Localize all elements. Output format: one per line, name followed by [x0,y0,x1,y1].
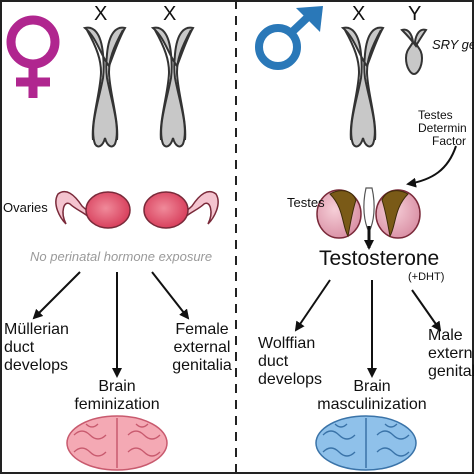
ovaries-label: Ovaries [3,200,48,215]
sry-gene-label: SRY ge [432,37,474,52]
chromosome-x-male [340,26,385,148]
female-genitalia-line2: external [173,339,231,356]
no-hormone-note: No perinatal hormone exposure [30,249,213,264]
chromosome-label-x1: X [94,3,108,25]
mullerian-label-line2: duct [4,339,35,356]
male-genitalia-line2: extern [428,345,473,362]
chromosome-label-y: Y [408,3,422,25]
male-genitalia-line1: Male [428,327,463,344]
arrow-to-female-genitalia [151,271,190,320]
mullerian-label-line3: develops [4,357,69,374]
brain-feminization-line1: Brain [98,378,136,395]
arrow-to-wolffian [294,279,331,332]
dht-label: (+DHT) [408,271,445,283]
arrow-to-mullerian [32,271,81,320]
tdf-label-line2: Determin [418,121,467,135]
tdf-label-line3: Factor [432,134,467,148]
brain-masculinization-line1: Brain [353,378,391,395]
male-genitalia-line3: genital [428,363,474,380]
wolffian-label-line3: develops [258,371,323,388]
chromosome-y [400,28,428,76]
arrow-tdf-to-testes [406,145,457,188]
testes-label: Testes [287,195,325,210]
arrow-to-male-genitalia [411,289,442,332]
female-genitalia-line1: Female [175,321,229,338]
female-symbol-icon [6,15,60,98]
male-brain-icon [315,415,417,471]
chromosome-label-x-male: X [352,3,366,25]
left-ovary [55,190,131,229]
wolffian-label-line1: Wolffian [258,335,316,352]
female-brain-icon [66,415,168,471]
brain-feminization-line2: feminization [74,396,160,413]
tdf-label-line1: Testes [418,108,453,122]
chromosome-x-1 [82,26,127,148]
testes-illustration [316,187,421,239]
chromosome-label-x2: X [163,3,177,25]
male-symbol-icon [255,6,323,70]
chromosome-x-2 [150,26,195,148]
testosterone-label: Testosterone [319,247,440,270]
wolffian-label-line2: duct [258,353,289,370]
right-ovary [143,190,219,229]
mullerian-label-line1: Müllerian [4,321,69,338]
female-genitalia-line3: genitalia [172,357,232,374]
brain-masculinization-line2: masculinization [317,396,427,413]
